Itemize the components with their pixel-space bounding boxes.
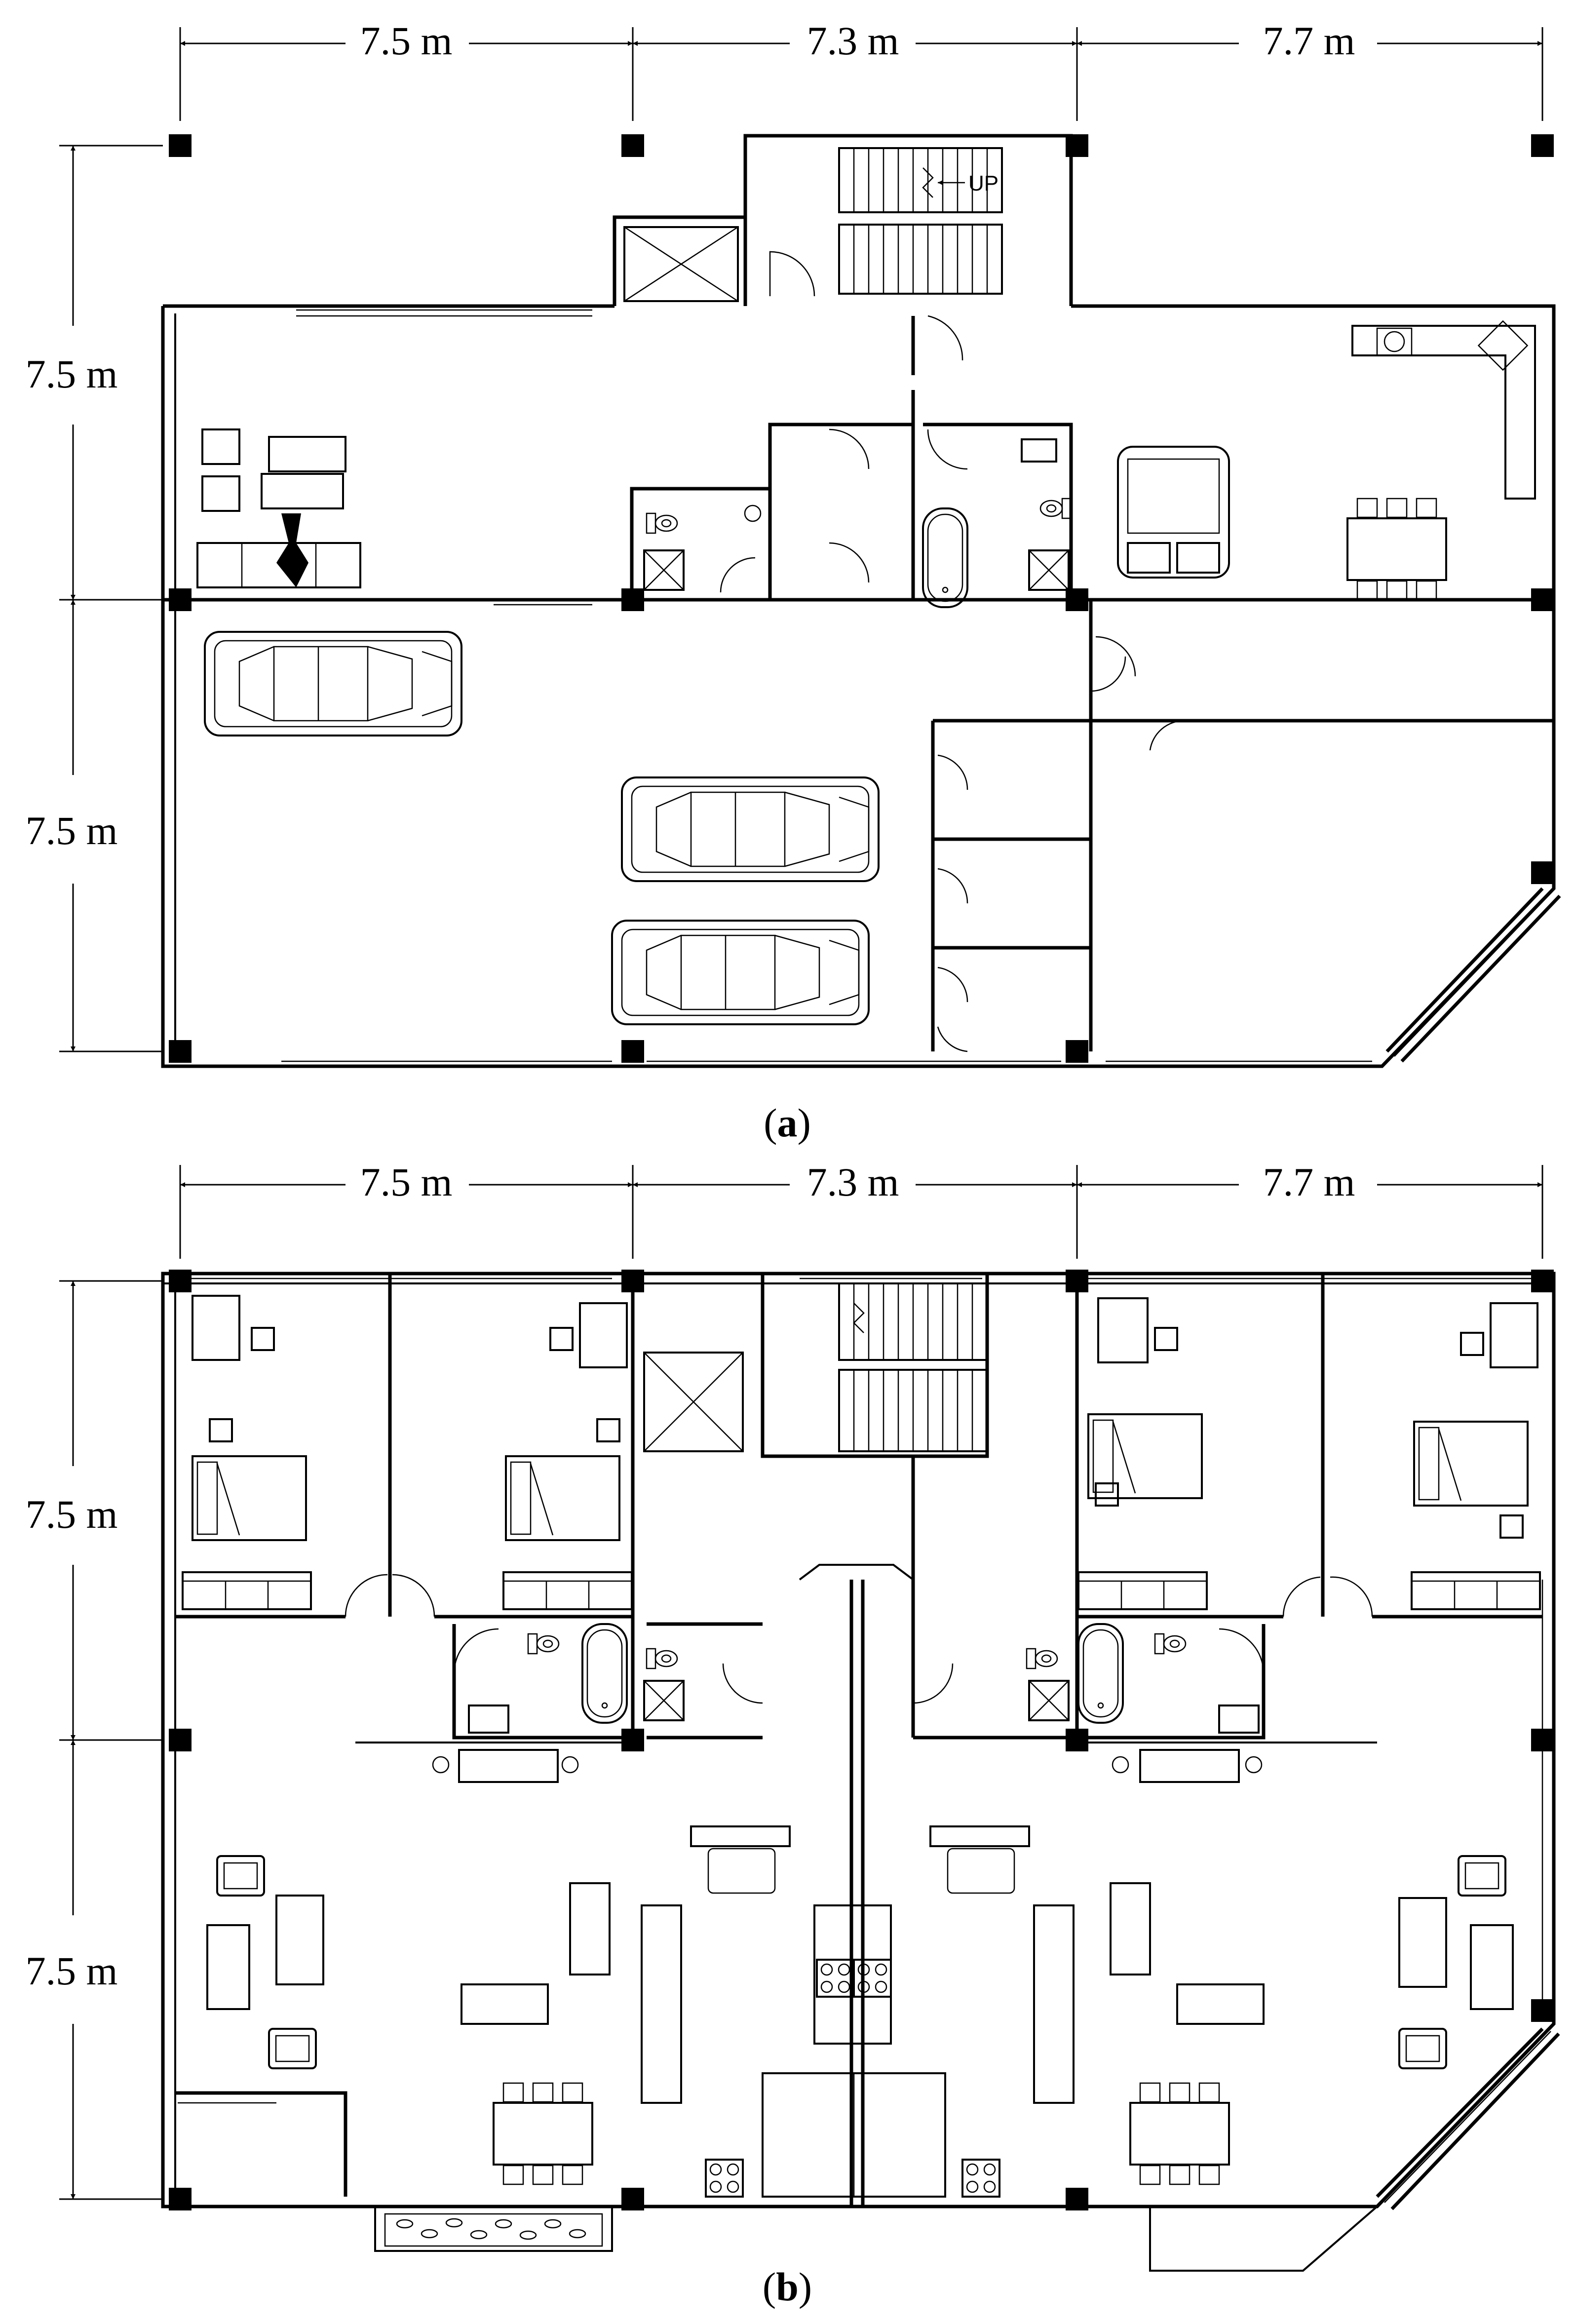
plan-a-walls — [161, 134, 1561, 1068]
plan-b-top-dimensions: 7.5 m 7.3 m 7.7 m — [179, 1160, 1543, 1259]
plan-b-walls — [161, 1272, 1560, 2272]
dim-a-left-1: 7.5 m — [26, 351, 118, 396]
stair-icon — [838, 1282, 988, 1452]
dim-b-top-2: 7.3 m — [807, 1160, 899, 1204]
dim-b-left-1: 7.5 m — [26, 1492, 118, 1537]
tv-unit-icon — [432, 1749, 1263, 1783]
planter-icon — [384, 2213, 603, 2247]
armchair-icon — [206, 1855, 1514, 2069]
bed-icon — [192, 1413, 1529, 1541]
plan-a: 7.5 m 7.3 m 7.7 m 7.5 m 7.5 m — [26, 18, 1561, 1145]
caption-a: (a) — [764, 1100, 811, 1145]
stair-icon: UP — [769, 147, 1003, 297]
toilet-icon — [646, 498, 1072, 534]
column-icon — [169, 134, 1554, 1063]
plan-b: 7.5 m 7.3 m 7.7 m 7.5 m 7.5 m — [26, 1160, 1560, 2309]
car-icon — [204, 631, 880, 1025]
stove-icon — [1351, 320, 1536, 500]
bathtub-icon — [922, 507, 968, 608]
dining-table-icon — [1346, 498, 1447, 601]
dim-a-top-1: 7.5 m — [360, 18, 453, 63]
dim-b-top-3: 7.7 m — [1263, 1160, 1355, 1204]
stair-up-label: UP — [968, 171, 999, 195]
plan-a-left-dimensions: 7.5 m 7.5 m — [26, 145, 163, 1052]
desk-icon — [192, 1295, 1538, 1368]
dim-a-top-3: 7.7 m — [1263, 18, 1355, 63]
plan-b-left-dimensions: 7.5 m 7.5 m — [26, 1280, 163, 2200]
door-icon — [345, 1574, 1373, 1704]
dim-b-top-1: 7.5 m — [360, 1160, 453, 1204]
caption-b: (b) — [763, 2264, 812, 2309]
plan-a-top-dimensions: 7.5 m 7.3 m 7.7 m — [179, 18, 1543, 121]
door-icon — [720, 315, 1185, 1052]
sofa-icon — [196, 428, 361, 588]
dim-b-left-2: 7.5 m — [26, 1948, 118, 1993]
dim-a-left-2: 7.5 m — [26, 808, 118, 853]
dim-a-top-2: 7.3 m — [807, 18, 899, 63]
